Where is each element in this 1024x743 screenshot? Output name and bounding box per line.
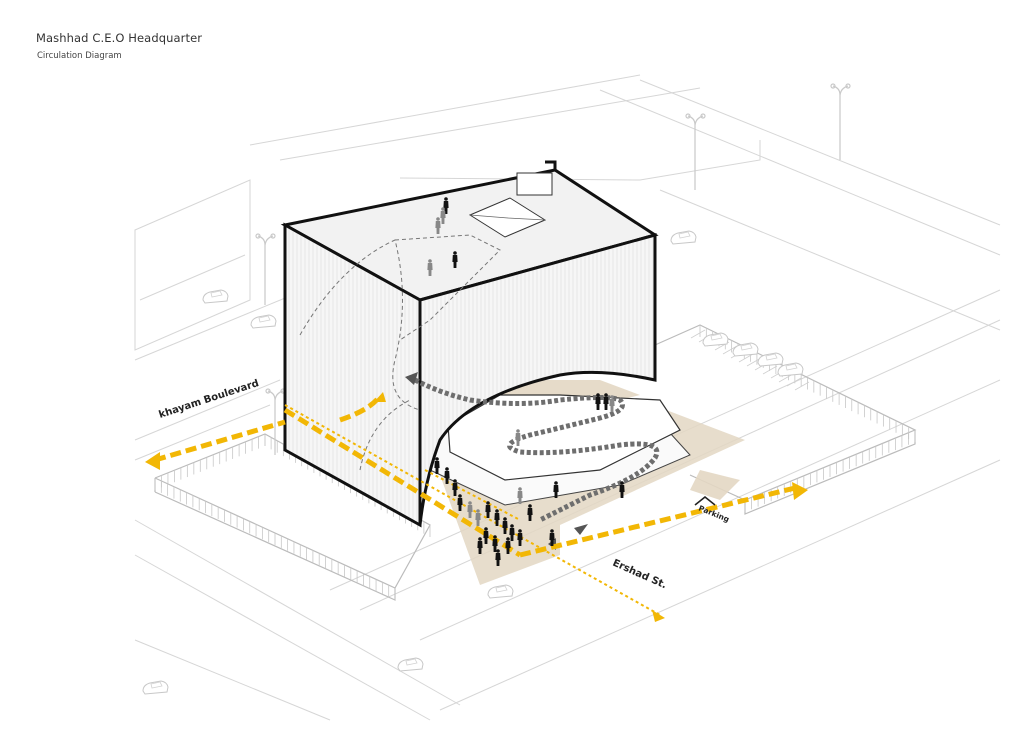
car-icon xyxy=(142,680,169,695)
cars xyxy=(142,230,804,695)
street-lamp-icon xyxy=(830,83,851,160)
person-icon xyxy=(609,395,615,412)
page-subtitle: Circulation Diagram xyxy=(37,51,122,61)
person-icon xyxy=(435,217,441,234)
person-icon xyxy=(527,504,533,521)
person-icon xyxy=(505,537,511,554)
person-icon xyxy=(553,481,559,498)
building xyxy=(280,160,691,528)
person-icon xyxy=(452,479,458,496)
person-icon xyxy=(427,259,433,276)
person-icon xyxy=(595,393,601,410)
person-icon xyxy=(444,467,450,484)
car-icon xyxy=(487,584,514,599)
person-icon xyxy=(549,529,555,546)
ramp-route xyxy=(413,377,660,523)
person-icon xyxy=(457,494,463,511)
person-icon xyxy=(485,501,491,518)
car-icon xyxy=(777,362,804,377)
person-icon xyxy=(475,509,481,526)
street-lamp-icon xyxy=(255,233,276,305)
person-icon xyxy=(517,529,523,546)
parking-arrow-icon xyxy=(694,495,716,506)
car-icon xyxy=(397,657,424,672)
car-icon xyxy=(250,314,277,329)
person-icon xyxy=(434,457,440,474)
person-icon xyxy=(517,487,523,504)
page-title: Mashhad C.E.O Headquarter xyxy=(36,31,203,45)
car-icon xyxy=(702,332,729,347)
person-icon xyxy=(483,527,489,544)
street-lamp-icon xyxy=(685,113,706,190)
person-icon xyxy=(619,481,625,498)
circulation-yellow-main xyxy=(154,394,796,558)
person-icon xyxy=(509,524,515,541)
car-icon xyxy=(732,342,759,357)
person-icon xyxy=(452,251,458,268)
person-icon xyxy=(440,207,446,224)
person-icon xyxy=(477,537,483,554)
person-icon xyxy=(443,197,449,214)
car-icon xyxy=(670,230,697,245)
street-label-boulevard: khayam Boulevard xyxy=(158,378,261,421)
arrow-icon xyxy=(145,392,808,622)
person-icon xyxy=(603,393,609,410)
car-icon xyxy=(757,352,784,367)
person-icon xyxy=(515,429,521,446)
person-icon xyxy=(494,509,500,526)
person-icon xyxy=(492,535,498,552)
person-icon xyxy=(502,517,508,534)
street-label-ershad: Ershad St. xyxy=(611,558,668,592)
person-icon xyxy=(467,501,473,518)
people xyxy=(427,197,625,566)
car-icon xyxy=(202,289,229,304)
person-icon xyxy=(495,549,501,566)
